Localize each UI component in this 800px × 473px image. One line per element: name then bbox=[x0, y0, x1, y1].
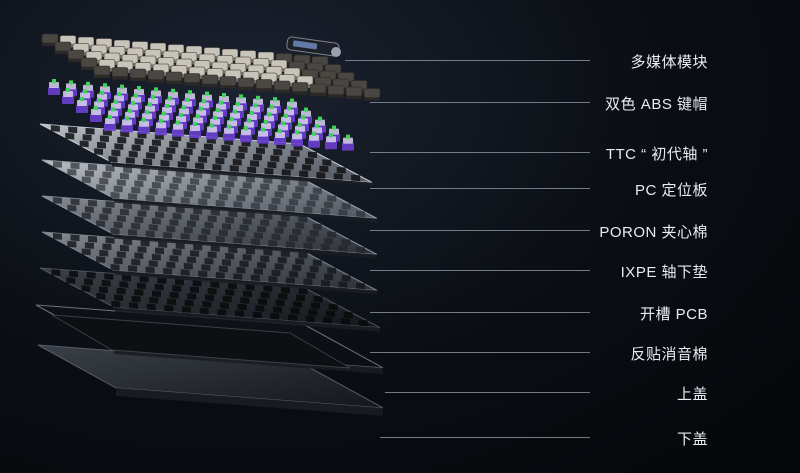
keycaps-layer bbox=[41, 33, 381, 101]
keycaps-label: 双色 ABS 键帽 bbox=[605, 96, 708, 113]
switches-label: TTC “ 初代轴 ” bbox=[605, 146, 708, 163]
dampening-foam-label: 反贴消音棉 bbox=[630, 346, 708, 363]
multimedia-module-label: 多媒体模块 bbox=[630, 54, 708, 71]
plate-leader-line bbox=[370, 188, 590, 189]
poron-foam-label: PORON 夹心棉 bbox=[599, 224, 708, 241]
switches-leader-line bbox=[370, 152, 590, 153]
dampening-foam-layer bbox=[39, 267, 381, 332]
pcb-layer bbox=[41, 231, 378, 295]
bottom-case-leader-line bbox=[380, 437, 590, 438]
ixpe-pad-leader-line bbox=[370, 270, 590, 271]
multimedia-module-leader-line bbox=[345, 60, 590, 61]
ixpe-pad-layer bbox=[41, 195, 378, 259]
poron-foam-leader-line bbox=[370, 230, 590, 231]
multimedia-module-part bbox=[286, 36, 341, 57]
pcb-label: 开槽 PCB bbox=[639, 306, 708, 323]
plate-label: PC 定位板 bbox=[634, 182, 708, 199]
bottom-case-label: 下盖 bbox=[676, 431, 708, 448]
top-case-leader-line bbox=[385, 392, 590, 393]
keycaps-leader-line bbox=[370, 102, 590, 103]
dampening-foam-leader-line bbox=[370, 352, 590, 353]
switches-layer bbox=[48, 79, 354, 151]
pcb-leader-line bbox=[370, 312, 590, 313]
top-case-label: 上盖 bbox=[676, 386, 708, 403]
poron-foam-layer bbox=[41, 159, 378, 223]
ixpe-pad-label: IXPE 轴下垫 bbox=[620, 264, 708, 281]
